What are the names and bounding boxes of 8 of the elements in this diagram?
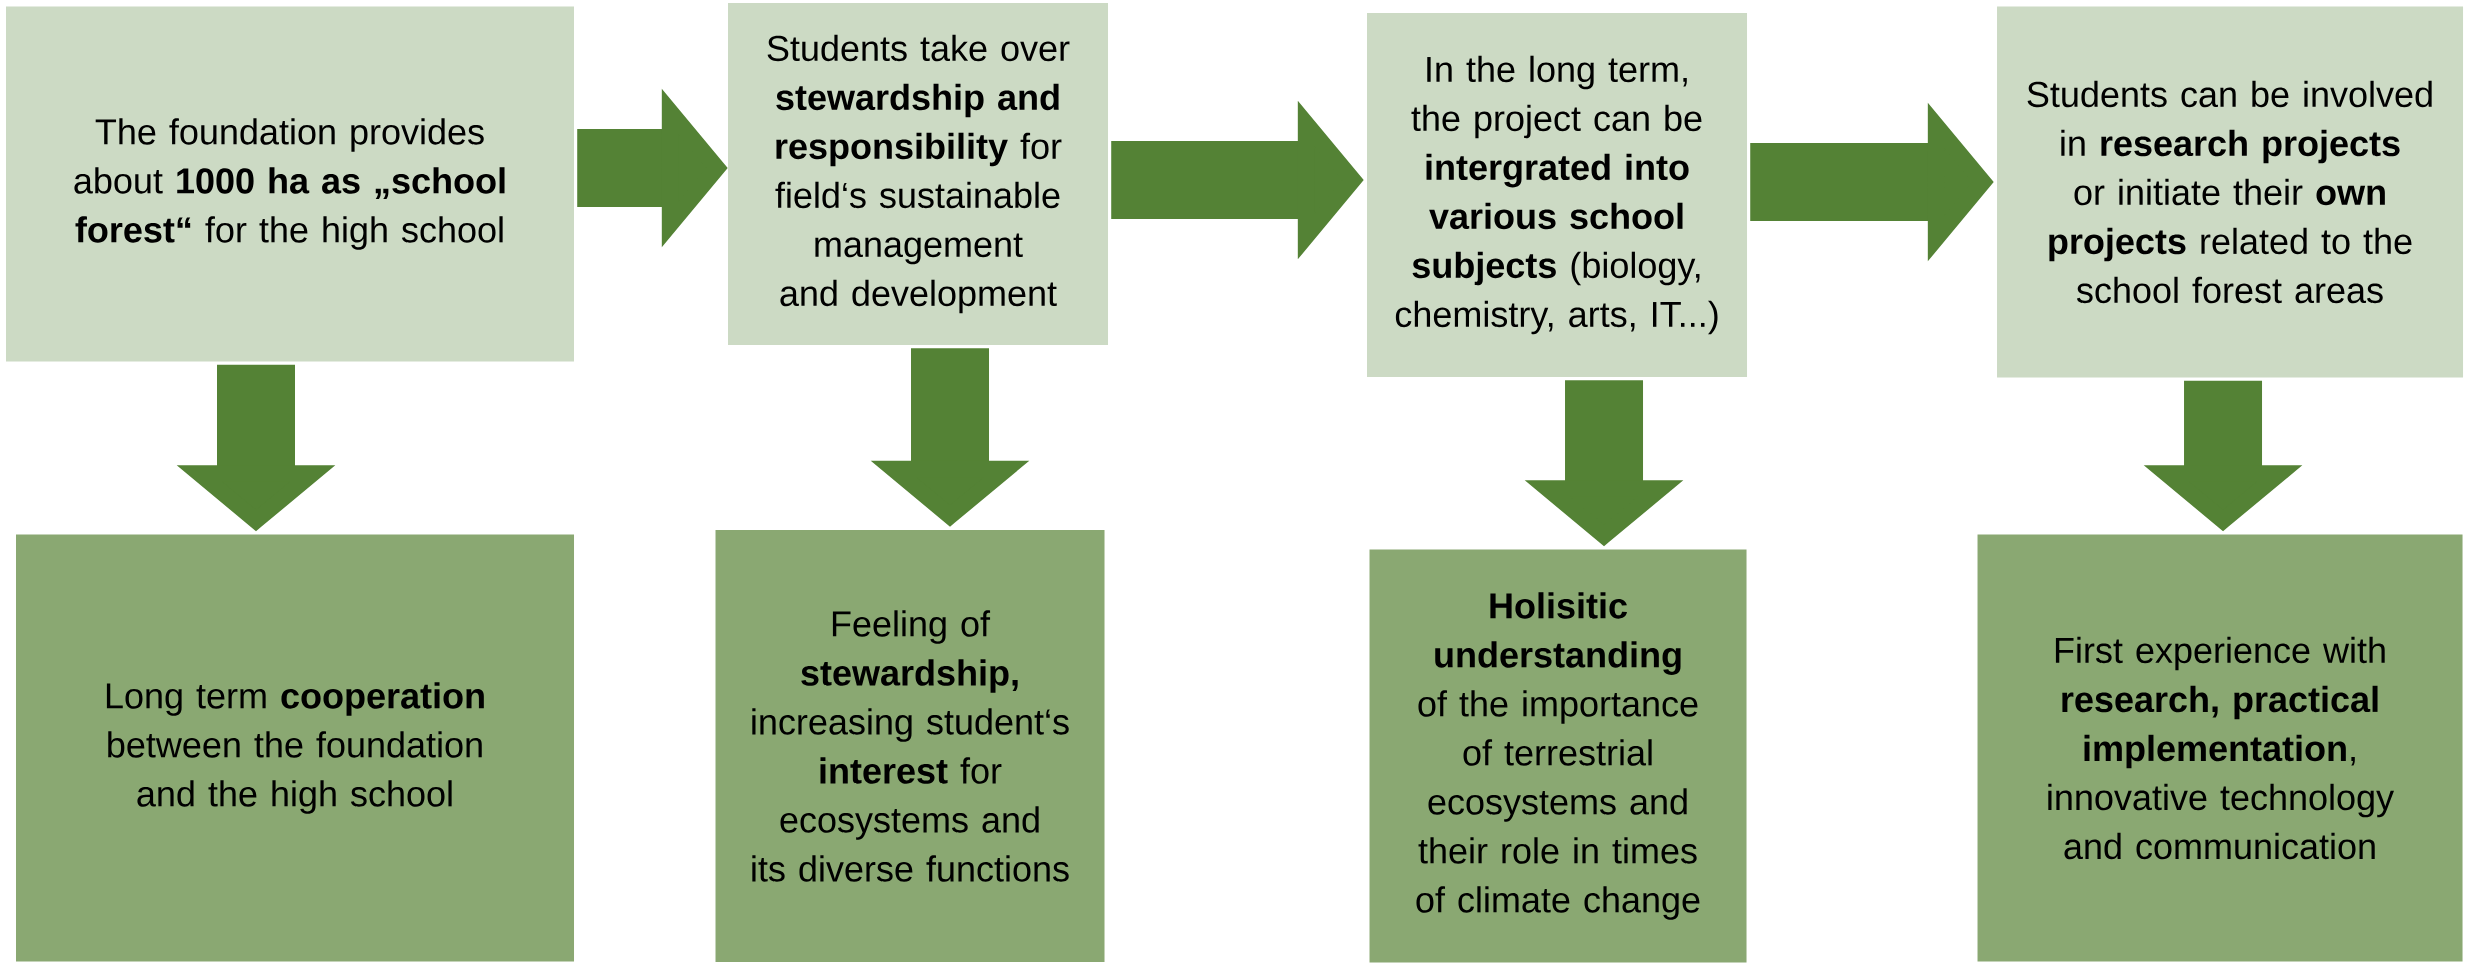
text-box: First experience with research, practical implementation, innovative technology and communication (1977, 534, 2463, 962)
text-box: Holisitic understanding of the importance of terrestrial ecosystems and their role in times of climate change (1369, 549, 1747, 963)
text-box: Feeling of stewardship, increasing student‘s interest for ecosystems and its diverse functions (715, 530, 1105, 962)
text-box: The foundation provides about 1000 ha as „school forest“ for the high school (6, 6, 574, 362)
text-box: In the long term, the project can be intergrated into various school subjects (biology, chemistry, arts, IT...) (1367, 13, 1747, 377)
text-box: Students can be involved in research projects or initiate their own projects related to the school forest areas (1997, 6, 2464, 378)
text-box: Long term cooperation between the foundation and the high school (16, 534, 574, 962)
text-box: Students take over stewardship and responsibility for field‘s sustainable management and development (728, 3, 1108, 345)
